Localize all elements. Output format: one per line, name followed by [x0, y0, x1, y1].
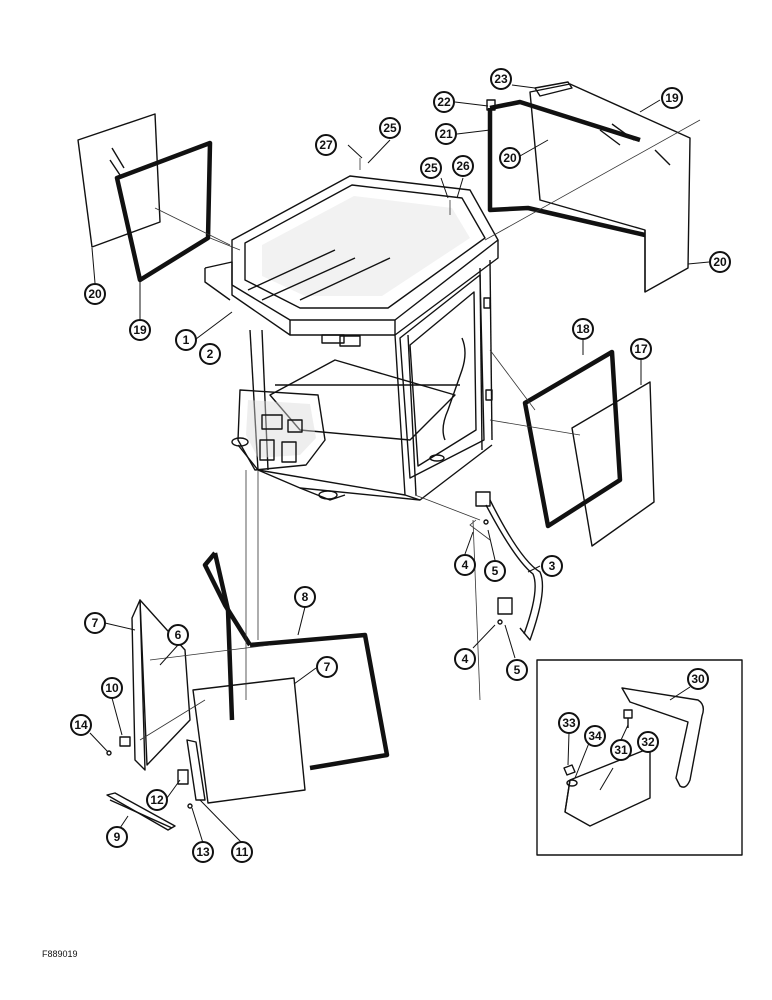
callout-text: 32 [641, 735, 655, 749]
callout-text: 4 [462, 558, 469, 572]
callout-25-top: 25 [379, 117, 401, 139]
callout-text: 19 [133, 323, 147, 337]
callout-text: 11 [236, 845, 249, 859]
right-window-seal [486, 99, 646, 238]
callout-text: 20 [713, 255, 727, 269]
callout-19: 19 [661, 87, 683, 109]
callout-11: 11 [231, 841, 253, 863]
assembly-lines [139, 119, 701, 741]
cab-frame [204, 175, 499, 501]
callout-text: 12 [150, 793, 164, 807]
callout-text: 5 [514, 663, 521, 677]
side-glass [571, 381, 655, 547]
callout-7-right: 7 [316, 656, 338, 678]
callout-27: 27 [315, 134, 337, 156]
callout-4-upper: 4 [454, 554, 476, 576]
callout-4-lower: 4 [454, 648, 476, 670]
callout-text: 34 [588, 729, 602, 743]
front-hardware [106, 736, 206, 831]
front-right-glass [192, 677, 306, 804]
callout-33: 33 [558, 712, 580, 734]
callout-32-label: 32 [637, 731, 659, 753]
right-window-assembly [529, 81, 691, 293]
callout-text: 1 [183, 333, 190, 347]
callout-30: 30 [687, 668, 709, 690]
callout-text: 27 [319, 138, 333, 152]
callout-text: 25 [424, 161, 438, 175]
callout-14: 14 [70, 714, 92, 736]
callout-text: 21 [439, 127, 453, 141]
callout-7-left: 7 [84, 612, 106, 634]
callout-text: 7 [92, 616, 99, 630]
callout-5-lower: 5 [506, 659, 528, 681]
callout-23: 23 [490, 68, 512, 90]
door-strut [469, 491, 544, 641]
callout-13: 13 [192, 841, 214, 863]
callout-text: 19 [665, 91, 679, 105]
callout-22: 22 [433, 91, 455, 113]
callout-21: 21 [435, 123, 457, 145]
rear-glass [77, 113, 161, 248]
rear-window-seal [114, 140, 213, 283]
callout-text: 18 [576, 322, 590, 336]
callout-9: 9 [106, 826, 128, 848]
callout-12: 12 [146, 789, 168, 811]
callout-text: 23 [494, 72, 508, 86]
callout-text: 25 [383, 121, 397, 135]
callout-17: 20 [84, 283, 106, 305]
callout-25-mid: 25 [420, 157, 442, 179]
callout-text: 8 [302, 590, 309, 604]
side-window-seal [522, 349, 623, 529]
callout-text: 17 [634, 342, 648, 356]
callout-text: 2 [207, 347, 214, 361]
front-window-seal [202, 551, 390, 771]
leader-lines [89, 84, 710, 844]
callout-text: 10 [105, 681, 119, 695]
callout-text: 33 [562, 716, 576, 730]
callout-text: 14 [74, 718, 88, 732]
callout-labels: 20 19 1 2 23 22 21 20 19 20 27 25 25 26 … [70, 68, 731, 863]
callout-34: 34 [584, 725, 606, 747]
callout-2: 2 [199, 343, 221, 365]
callout-text: 22 [437, 95, 451, 109]
callout-18: 19 [129, 319, 151, 341]
callout-16: 18 [572, 318, 594, 340]
callout-text: 5 [492, 564, 499, 578]
callout-3: 3 [541, 555, 563, 577]
callout-text: 4 [462, 652, 469, 666]
callout-20-lower: 20 [709, 251, 731, 273]
callout-text: 9 [114, 830, 121, 844]
callout-10: 10 [101, 677, 123, 699]
callout-text: 30 [691, 672, 705, 686]
callout-text: 13 [196, 845, 210, 859]
callout-15: 17 [630, 338, 652, 360]
callout-31: 31 [610, 739, 632, 761]
callout-26: 26 [452, 155, 474, 177]
callout-1: 1 [175, 329, 197, 351]
callout-5-upper: 5 [484, 560, 506, 582]
detail-inset [536, 659, 743, 856]
callout-text: 31 [614, 743, 628, 757]
callout-text: 3 [549, 559, 556, 573]
callout-8: 8 [294, 586, 316, 608]
callout-6: 6 [167, 624, 189, 646]
callout-text: 7 [324, 660, 331, 674]
callout-20-upper: 20 [499, 147, 521, 169]
callout-text: 6 [175, 628, 182, 642]
figure-reference: F889019 [42, 949, 78, 959]
callout-text: 26 [456, 159, 470, 173]
callout-text: 20 [503, 151, 517, 165]
callout-text: 20 [88, 287, 102, 301]
